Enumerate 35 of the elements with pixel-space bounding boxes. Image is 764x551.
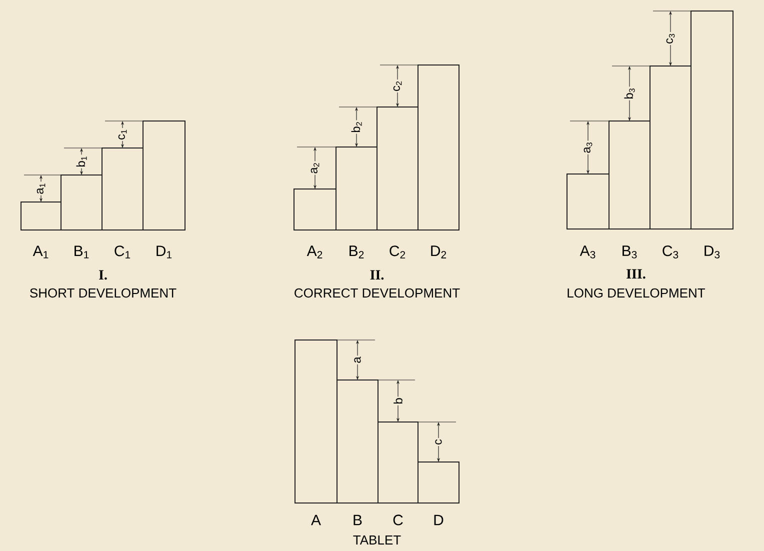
bar-label: B [354,514,362,526]
bar-label: C [393,514,403,526]
bar-label: A$_{2}$ [306,246,322,258]
dimension-label: c$_{2}$ [393,81,402,91]
panel-title: SHORT DEVELOPMENT [30,288,176,298]
dimension-label: c [435,439,442,444]
panel-title: LONG DEVELOPMENT [568,288,706,298]
panel-numeral: II. [370,270,384,280]
bar-label: D$_{1}$ [156,246,172,258]
panel-numeral: I. [99,270,107,280]
bar-label: D [434,514,444,526]
dimension-label: b$_{1}$ [76,156,87,167]
dimension-label: a$_{1}$ [36,184,46,194]
bar-label: B$_{2}$ [350,246,364,258]
dimension-label: a [354,356,361,363]
dimension-label: b$_{3}$ [624,88,635,99]
bar-label: D$_{2}$ [431,246,446,258]
bar-label: C$_{3}$ [662,246,678,258]
dimension-label: c$_{1}$ [118,130,127,140]
bar-label: C$_{2}$ [390,246,406,258]
bar-label: B$_{1}$ [74,246,89,258]
dimension-label: a$_{2}$ [310,163,320,174]
bar-label: A$_{1}$ [32,246,48,258]
panel-title: CORRECT DEVELOPMENT [294,288,460,298]
bar-label: C$_{1}$ [114,246,130,258]
bar-label: D$_{3}$ [704,246,720,258]
bar-label: A$_{3}$ [580,246,596,258]
dimension-label: b$_{2}$ [351,122,362,132]
bar-label: A [311,514,321,526]
dimension-label: a$_{3}$ [584,142,592,153]
panel-title: TABLET [353,536,401,544]
bar-label: B$_{3}$ [622,246,637,258]
dimension-label: b [394,398,402,404]
panel-numeral: III. [626,269,646,279]
dimension-label: c$_{3}$ [666,34,675,44]
